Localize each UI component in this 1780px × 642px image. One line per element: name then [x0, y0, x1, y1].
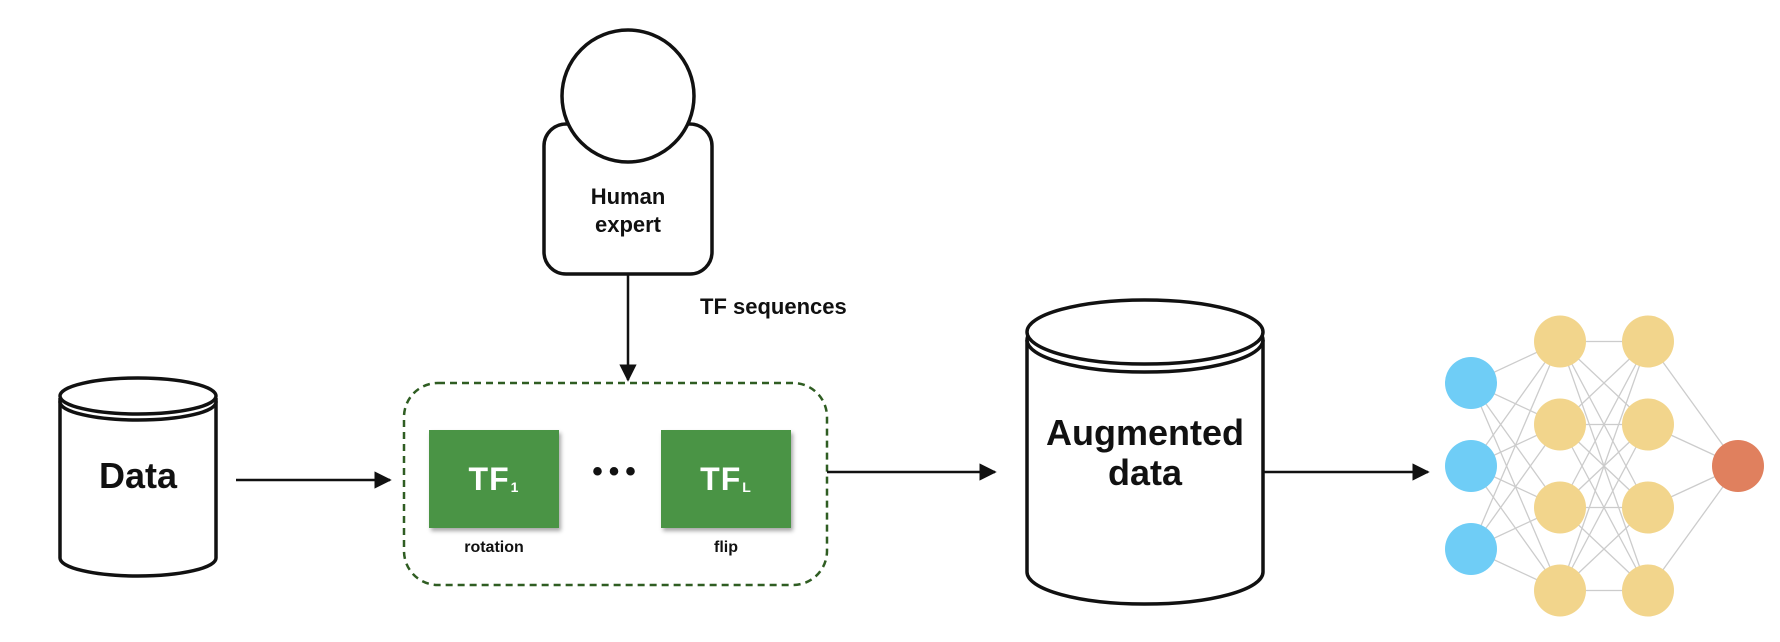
input-neuron [1445, 440, 1497, 492]
network-connection [1559, 424, 1649, 591]
human-expert-label: Human expert [558, 183, 698, 239]
hidden1-neuron [1534, 398, 1586, 451]
transform-1-subscript: 1 [510, 479, 520, 495]
hidden1-neuron [1534, 481, 1586, 534]
hidden2-neuron [1622, 398, 1674, 451]
network-connection [1559, 341, 1649, 508]
ellipsis: ••• [592, 455, 642, 488]
transform-l-name: TF [700, 460, 742, 497]
hidden1-neuron [1534, 564, 1586, 617]
augmented-data-label: Augmented data [1035, 413, 1255, 493]
hidden1-neuron [1534, 315, 1586, 368]
transform-pipeline-container [402, 381, 829, 587]
transform-l-subscript: L [742, 479, 752, 495]
output-neuron [1712, 440, 1764, 492]
neural-network [1445, 315, 1764, 617]
augmented-data-label-line1: Augmented [1046, 412, 1244, 453]
human-expert-label-line1: Human [590, 184, 666, 209]
tf-sequences-label: TF sequences [700, 294, 847, 319]
augmented-data-cylinder [1025, 298, 1265, 606]
input-neuron [1445, 523, 1497, 575]
data-cylinder [58, 376, 218, 578]
hidden2-neuron [1622, 481, 1674, 534]
human-expert-label-line2: expert [594, 212, 662, 237]
human-expert-figure [542, 28, 714, 276]
network-connection [1559, 341, 1649, 591]
transform-1-name: TF [468, 460, 510, 497]
network-connections [1470, 340, 1739, 592]
augmented-data-label-line2: data [1107, 452, 1183, 493]
data-label: Data [98, 455, 178, 496]
input-neuron [1445, 357, 1497, 409]
hidden2-neuron [1622, 315, 1674, 368]
hidden2-neuron [1622, 564, 1674, 617]
network-connection [1470, 341, 1561, 550]
transform-1-caption: rotation [464, 539, 524, 556]
transform-l-caption: flip [714, 539, 738, 556]
